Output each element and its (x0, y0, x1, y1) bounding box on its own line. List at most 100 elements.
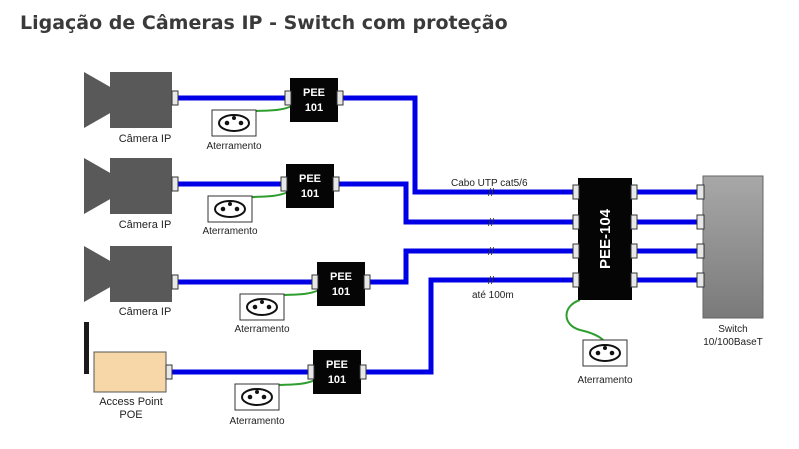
camera-body (110, 158, 172, 214)
camera-2: Câmera IP (84, 158, 179, 231)
cable-pee-3-to-pee104 (365, 248, 578, 285)
camera-port (171, 90, 179, 106)
outlet-socket (214, 200, 246, 218)
pee-101-1: PEE 101 (284, 78, 344, 122)
pee-101-3: PEE 101 (311, 262, 371, 306)
pee-101-4: PEE 101 (307, 350, 367, 394)
pee104-body (578, 178, 632, 300)
camera-body (110, 72, 172, 128)
switch: Switch 10/100BaseT (696, 175, 764, 348)
pee-body (313, 350, 361, 394)
pee-101-2: PEE 101 (280, 164, 340, 208)
access-point: Access Point POE (84, 322, 173, 421)
ground-wire-pee104 (565, 299, 605, 343)
outlet-ground-pin (228, 202, 232, 206)
camera-port (171, 176, 179, 192)
camera-1: Câmera IP (84, 72, 179, 145)
antenna (84, 322, 89, 374)
break-mark-4: // (488, 275, 495, 287)
break-mark-1: // (488, 187, 495, 199)
outlet-ground-pin (260, 300, 264, 304)
camera-label: Câmera IP (119, 133, 172, 145)
cable-pee-4-to-pee104 (361, 277, 578, 375)
outlet-pin (224, 120, 230, 126)
outlet-socket (241, 388, 273, 406)
grounding-outlet-2: Aterramento (202, 195, 258, 237)
pee-body (317, 262, 365, 306)
grounding-outlet-1: Aterramento (206, 109, 262, 152)
pee104-port-in-4 (572, 272, 580, 288)
outlet-ground-pin (232, 116, 236, 120)
grounding-label: Aterramento (577, 375, 632, 386)
grounding-outlet-3: Aterramento (234, 293, 290, 335)
pee-body (286, 164, 334, 208)
pee104-label: PEE-104 (597, 208, 614, 269)
outlet-socket (246, 298, 278, 316)
camera-lens (84, 158, 112, 214)
pee-port-out (336, 90, 344, 106)
camera-label: Câmera IP (119, 306, 172, 318)
outlet-pin (234, 206, 240, 212)
outlet-pin (595, 350, 601, 356)
grounding-label: Aterramento (206, 141, 261, 152)
page-title: Ligação de Câmeras IP - Switch com prote… (20, 12, 508, 34)
distance-label: até 100m (472, 290, 514, 301)
pee-port-in (311, 274, 319, 290)
outlet-pin (220, 206, 226, 212)
outlet-pin (252, 304, 258, 310)
pee-label-1: PEE (299, 173, 321, 185)
outlet-pin (609, 350, 615, 356)
pee-label-2: 101 (332, 286, 350, 298)
grounding-outlet-pee104: Aterramento (577, 339, 633, 386)
pee-port-out (359, 364, 367, 380)
pee-port-in (307, 364, 315, 380)
outlet-socket (218, 114, 250, 132)
camera-body (110, 246, 172, 302)
switch-label-1: Switch (718, 324, 747, 335)
grounding-label: Aterramento (202, 226, 257, 237)
cable-pee-1-to-pee104 (338, 95, 578, 195)
outlet-pin (238, 120, 244, 126)
switch-label-2: 10/100BaseT (703, 337, 763, 348)
pee-label-2: 101 (328, 374, 346, 386)
switch-port-1 (696, 184, 705, 200)
pee-port-in (280, 176, 288, 192)
switch-port-4 (696, 272, 705, 288)
outlet-pin (266, 304, 272, 310)
pee104-port-in-3 (572, 243, 580, 259)
camera-port (171, 274, 179, 290)
switch-body (702, 175, 764, 319)
pee-port-out (332, 176, 340, 192)
outlet-ground-pin (603, 346, 607, 350)
switch-port-3 (696, 243, 705, 259)
outlet-ground-pin (255, 390, 259, 394)
cable-pee-2-to-pee104 (334, 181, 578, 225)
break-mark-2: // (488, 217, 495, 229)
break-marks: // // // // (488, 187, 495, 287)
switch-port-2 (696, 214, 705, 230)
pee104-port-out-4 (630, 272, 638, 288)
pee-body (290, 78, 338, 122)
outlet-pin (247, 394, 253, 400)
access-point-label-1: Access Point (99, 396, 163, 408)
pee104-port-in-1 (572, 184, 580, 200)
camera-lens (84, 72, 112, 128)
camera-lens (84, 246, 112, 302)
access-point-port (165, 364, 173, 380)
pee-label-2: 101 (305, 102, 323, 114)
pee104-port-out-3 (630, 243, 638, 259)
access-point-label-2: POE (119, 409, 142, 421)
outlet-pin (261, 394, 267, 400)
outlet-socket (589, 344, 621, 362)
pee-port-out (363, 274, 371, 290)
access-point-body (93, 351, 167, 393)
pee104-port-out-1 (630, 184, 638, 200)
pee-port-in (284, 90, 292, 106)
pee104-port-out-2 (630, 214, 638, 230)
camera-3: Câmera IP (84, 246, 179, 318)
pee-label-2: 101 (301, 188, 319, 200)
grounding-label: Aterramento (234, 324, 289, 335)
grounding-label: Aterramento (229, 416, 284, 427)
break-mark-3: // (488, 246, 495, 258)
